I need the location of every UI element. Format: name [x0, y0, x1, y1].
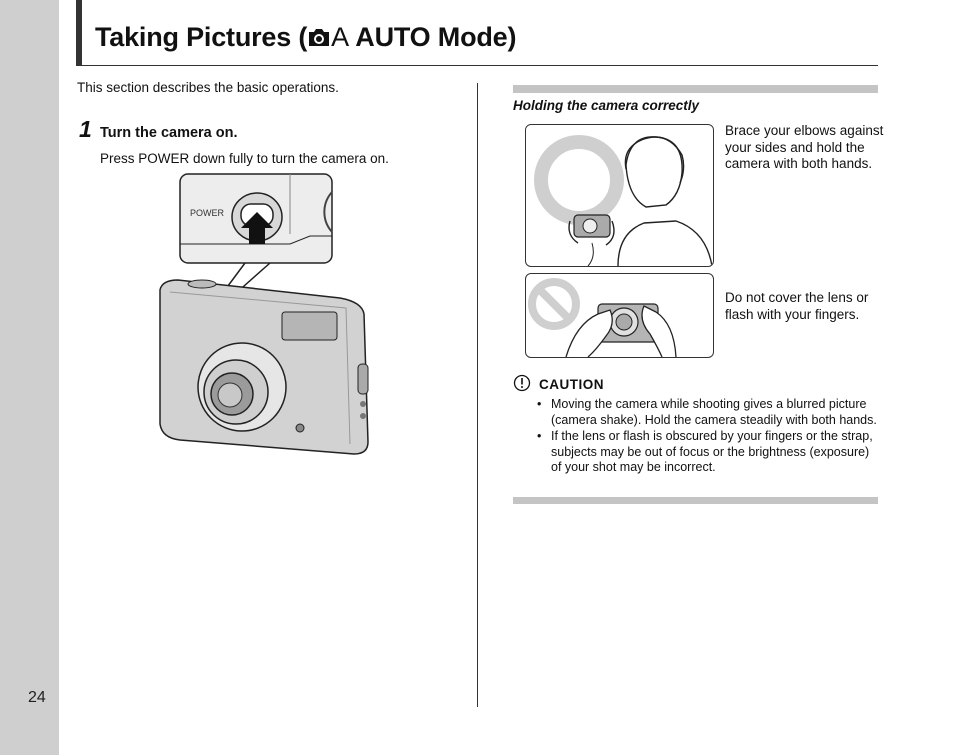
caution-item: Moving the camera while shooting gives a…: [537, 397, 877, 428]
caution-icon: [513, 374, 531, 395]
title-mode-letter: A: [331, 22, 349, 52]
column-divider: [477, 83, 478, 707]
camera-icon: [307, 24, 331, 55]
incorrect-holding-caption: Do not cover the lens or flash with your…: [725, 290, 869, 322]
section-rule-top: [513, 85, 878, 93]
page-title: Taking Pictures ( A AUTO Mode): [95, 22, 516, 55]
intro-text: This section describes the basic operati…: [77, 80, 339, 95]
step-number: 1: [79, 116, 92, 142]
step-body: Press POWER down fully to turn the camer…: [100, 151, 389, 166]
title-suffix: AUTO Mode): [348, 22, 517, 52]
incorrect-holding-illustration: [525, 273, 714, 358]
page-number: 24: [28, 689, 46, 706]
caution-label: CAUTION: [539, 377, 604, 392]
holding-heading: Holding the camera correctly: [513, 98, 700, 113]
caution-item: If the lens or flash is obscured by your…: [537, 429, 877, 476]
step-heading: Turn the camera on.: [100, 125, 238, 141]
correct-holding-caption: Brace your elbows against your sides and…: [725, 123, 884, 171]
caution-heading: CAUTION: [513, 374, 604, 395]
section-rule-bottom: [513, 497, 878, 504]
title-bar: Taking Pictures ( A AUTO Mode): [76, 0, 878, 66]
caution-list: Moving the camera while shooting gives a…: [537, 397, 877, 477]
correct-holding-illustration: [525, 124, 714, 267]
title-prefix: Taking Pictures (: [95, 22, 308, 52]
prohibited-icon: [528, 278, 580, 330]
page-sidebar: [0, 0, 59, 755]
power-label: POWER: [190, 208, 225, 218]
camera-power-illustration: POWER: [159, 173, 369, 455]
correct-circle-icon: [534, 135, 624, 225]
title-accent-bar: [76, 0, 82, 65]
